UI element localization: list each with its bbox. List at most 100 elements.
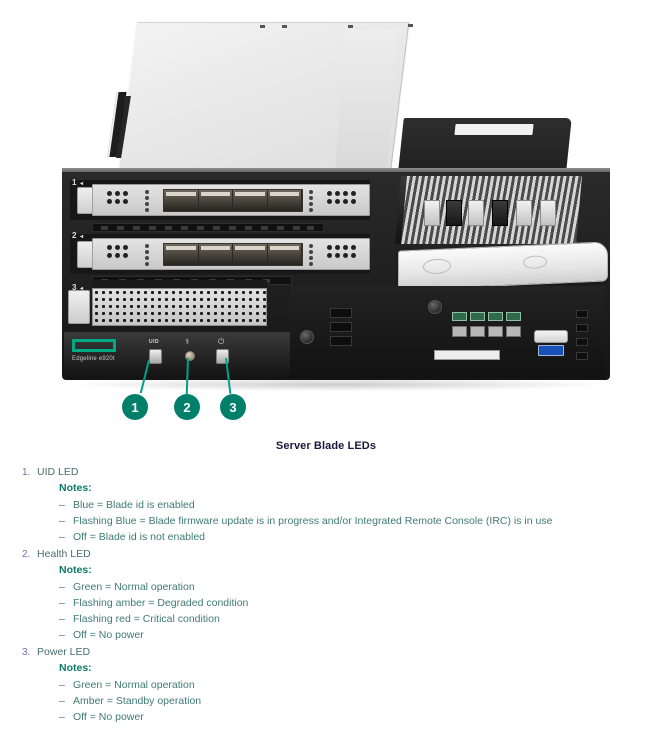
note-text: Flashing Blue = Blade firmware update is… [73, 515, 553, 527]
sfp-port [164, 190, 199, 211]
expansion-bay-2: 2 ◂ [70, 231, 370, 274]
list-item: 2. Health LED Notes: – Green = Normal op… [0, 546, 652, 643]
note-text: Amber = Standby operation [73, 695, 202, 707]
card-ejector-handle[interactable] [77, 241, 93, 268]
list-item: – Flashing amber = Degraded condition [0, 595, 652, 611]
dash-bullet: – [59, 695, 65, 707]
list-item: 1. UID LED Notes: – Blue = Blade id is e… [0, 464, 652, 545]
sfp-port [267, 190, 302, 211]
rear-port [576, 310, 588, 318]
rear-port [576, 352, 588, 360]
led-legend-list: 1. UID LED Notes: – Blue = Blade id is e… [0, 464, 652, 726]
list-item-number: 3. [22, 647, 31, 658]
cover-marking [348, 25, 353, 28]
rear-port [330, 322, 352, 332]
usb-port-shroud [534, 330, 568, 343]
rear-port [576, 324, 588, 332]
front-bezel: Edgeline e920t UID ⚕ ⏻ [64, 332, 290, 378]
pcb-component [470, 312, 485, 321]
rear-port [330, 336, 352, 346]
card-ejector-handle[interactable] [77, 187, 93, 214]
list-item-title: UID LED [37, 466, 79, 478]
chassis-screw [300, 330, 314, 344]
chip-component [470, 326, 485, 337]
dash-bullet: – [59, 711, 65, 723]
dash-bullet: – [59, 629, 65, 641]
cover-marking [408, 24, 413, 27]
sfp-port-group [163, 189, 303, 212]
callout-1[interactable]: 1 [122, 394, 148, 420]
dash-bullet: – [59, 515, 65, 527]
drop-shadow [70, 378, 605, 391]
bay-number-label: 3 [72, 283, 77, 292]
perforated-fan-panel [92, 288, 267, 326]
list-item-title: Power LED [37, 646, 91, 658]
figure-caption: Server Blade LEDs [275, 440, 377, 452]
card-status-leds-right [309, 244, 313, 266]
list-item: – Amber = Standby operation [0, 693, 652, 709]
uid-led-text-label: UID [149, 339, 160, 345]
hpe-logo [72, 339, 116, 352]
uid-led-button[interactable] [149, 349, 162, 364]
internal-connector [424, 200, 440, 226]
dash-bullet: – [59, 581, 65, 593]
list-item-header: 1. UID LED [0, 464, 652, 480]
cover-marking [260, 25, 265, 28]
power-icon: ⏻ [218, 337, 225, 346]
note-text: Flashing red = Critical condition [73, 613, 220, 625]
list-item-title: Health LED [37, 548, 91, 560]
notes-bullets: – Blue = Blade id is enabled – Flashing … [0, 497, 652, 545]
list-item: – Off = No power [0, 627, 652, 643]
edge-connector-slot [434, 350, 500, 360]
rear-port [330, 308, 352, 318]
list-item: – Off = No power [0, 709, 652, 725]
chassis-screw [428, 300, 442, 314]
dash-bullet: – [59, 597, 65, 609]
callout-2[interactable]: 2 [174, 394, 200, 420]
fan-panel-handle[interactable] [68, 290, 90, 324]
internal-connector [516, 200, 532, 226]
internal-connector [540, 200, 556, 226]
internal-connector [468, 200, 484, 226]
sfp-port [233, 244, 268, 265]
health-led-indicator [185, 351, 195, 361]
callout-3[interactable]: 3 [220, 394, 246, 420]
sfp-port [198, 190, 233, 211]
network-adapter-card-2 [77, 238, 370, 270]
pcb-component [506, 312, 521, 321]
chip-component [506, 326, 521, 337]
list-item: 3. Power LED Notes: – Green = Normal ope… [0, 644, 652, 725]
list-item-header: 3. Power LED [0, 644, 652, 660]
bay-arrow-icon: ◂ [80, 286, 84, 292]
bay-arrow-icon: ◂ [80, 234, 84, 240]
list-item: – Green = Normal operation [0, 677, 652, 693]
pcb-component [452, 312, 467, 321]
sfp-port [267, 244, 302, 265]
note-text: Off = Blade id is not enabled [73, 531, 206, 543]
chassis-top-edge [62, 168, 610, 175]
list-item: – Blue = Blade id is enabled [0, 497, 652, 513]
notes-label: Notes: [59, 564, 92, 576]
usb3-port[interactable] [538, 345, 564, 356]
card-led-dots-right [327, 191, 357, 205]
bay-number-label: 1 [72, 178, 77, 187]
server-blade-photo: 1 ◂ [0, 0, 652, 432]
rear-tray-slot [454, 124, 534, 135]
card-status-leds [145, 244, 149, 266]
card-led-dots-right [327, 245, 357, 259]
internal-connector-dark [446, 200, 462, 226]
sfp-port-group [163, 243, 303, 266]
bay-number-label: 2 [72, 231, 77, 240]
note-text: Blue = Blade id is enabled [73, 499, 195, 511]
dash-bullet: – [59, 679, 65, 691]
list-item-header: 2. Health LED [0, 546, 652, 562]
health-led-icon: ⚕ [185, 337, 190, 346]
dash-bullet: – [59, 499, 65, 511]
notes-label: Notes: [59, 482, 92, 494]
chip-component [452, 326, 467, 337]
list-item: – Flashing Blue = Blade firmware update … [0, 513, 652, 529]
note-text: Green = Normal operation [73, 679, 195, 691]
dash-bullet: – [59, 531, 65, 543]
card-status-leds-right [309, 190, 313, 212]
cover-marking [282, 25, 287, 28]
